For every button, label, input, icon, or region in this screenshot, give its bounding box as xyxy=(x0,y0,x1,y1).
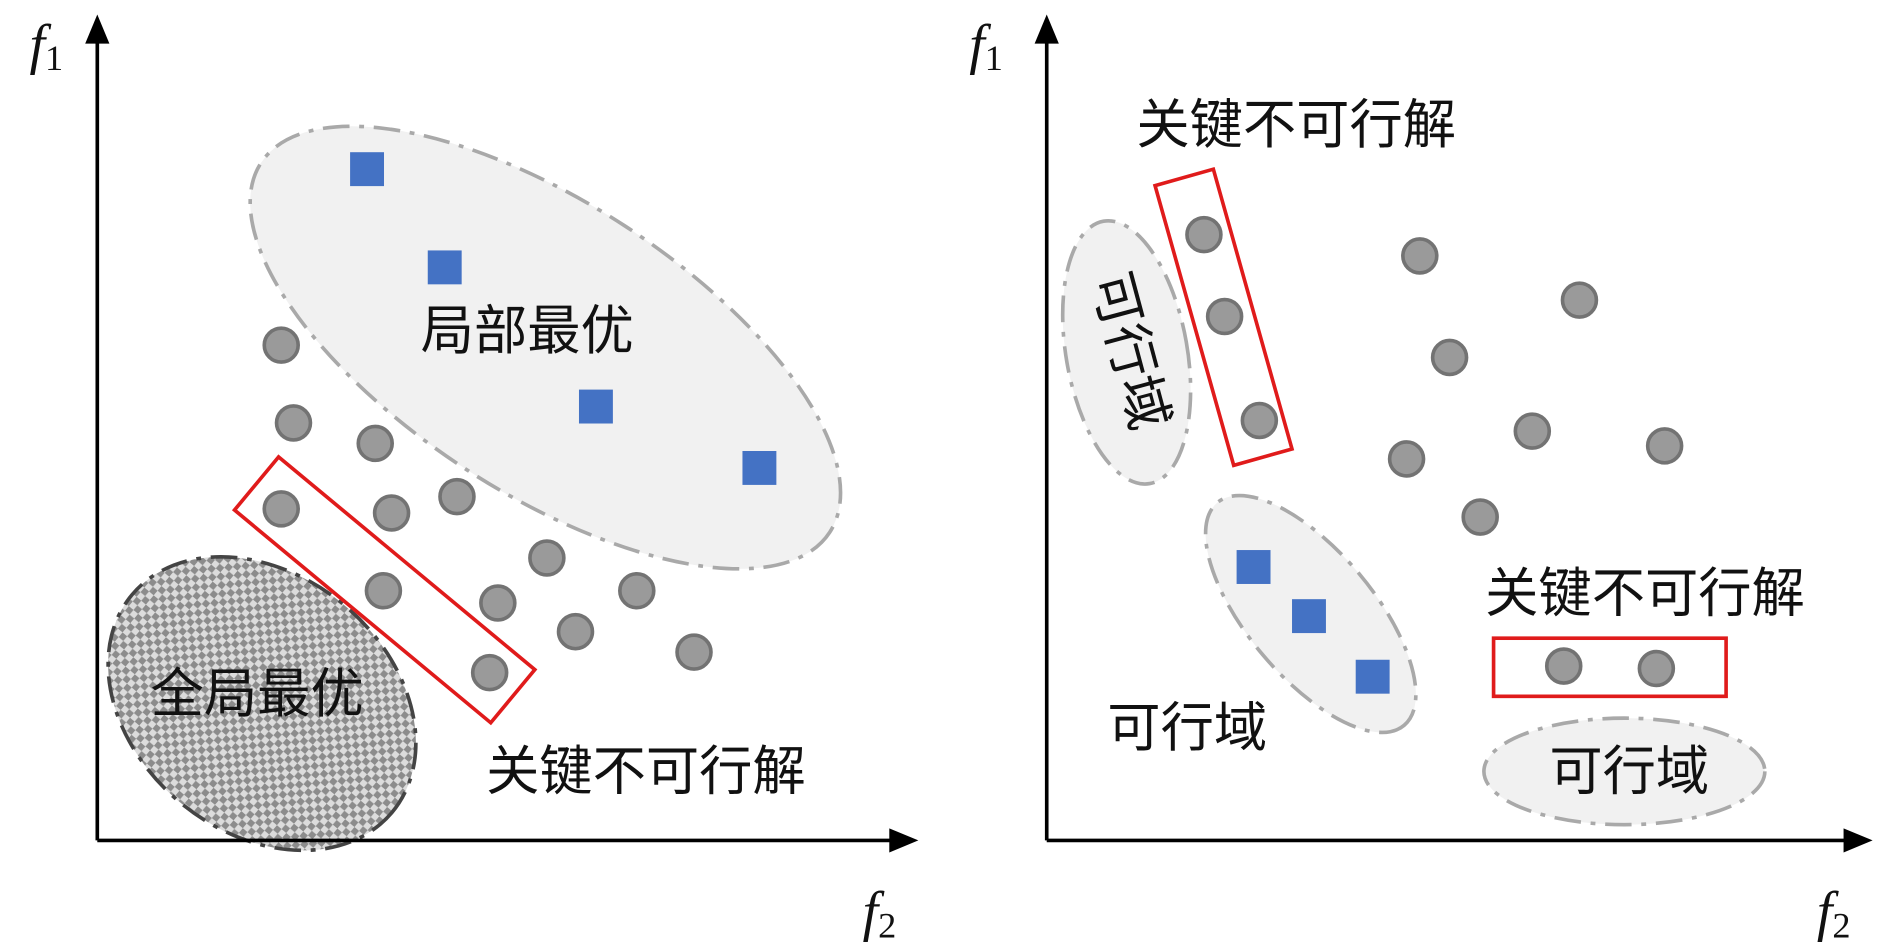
infeasible-solution-circle xyxy=(262,490,300,528)
key-infeasible-box-top xyxy=(1152,166,1295,468)
y-axis-label: f1 xyxy=(969,14,1003,78)
key-infeasible-label-top: 关键不可行解 xyxy=(1136,94,1456,156)
feasible-solution-square xyxy=(1292,599,1326,634)
infeasible-solution-circle xyxy=(1430,338,1469,377)
feasible-solution-square xyxy=(1355,659,1390,694)
infeasible-solution-circle xyxy=(1185,215,1223,254)
infeasible-solution-circle xyxy=(479,584,517,622)
feasible-solution-square xyxy=(1236,550,1271,584)
infeasible-solution-circle xyxy=(1387,440,1426,478)
infeasible-solution-circle xyxy=(470,653,509,692)
feasible-region-label-bottom: 可行域 xyxy=(1549,741,1709,803)
y-axis-arrow xyxy=(85,14,110,44)
infeasible-solution-circle xyxy=(1205,297,1244,336)
feasible-solution-square xyxy=(427,250,462,285)
local-optimum-region xyxy=(248,124,843,571)
feasible-solution-square xyxy=(742,450,777,485)
x-axis-arrow xyxy=(1843,828,1873,853)
key-infeasible-label-right: 关键不可行解 xyxy=(1485,563,1805,625)
infeasible-solution-circle xyxy=(1645,427,1684,465)
global-optimum-region xyxy=(106,554,418,853)
key-infeasible-label: 关键不可行解 xyxy=(486,741,806,803)
x-axis-arrow xyxy=(889,828,919,853)
infeasible-solution-circle xyxy=(356,424,394,463)
infeasible-solution-circle xyxy=(1461,498,1499,536)
key-infeasible-box-right xyxy=(1491,636,1728,699)
infeasible-solution-circle xyxy=(372,494,411,532)
y-axis-arrow xyxy=(1034,14,1059,44)
feasible-region-vertical xyxy=(1060,218,1193,486)
feasible-solution-square xyxy=(578,389,613,424)
x-axis-label: f2 xyxy=(863,881,897,945)
infeasible-solution-circle xyxy=(262,326,300,364)
infeasible-solution-circle xyxy=(1560,281,1599,319)
left-panel: 局部最优 全局最优 关键不可行解 f1 f2 xyxy=(29,14,919,945)
infeasible-solution-circle xyxy=(1544,647,1583,685)
infeasible-solution-circle xyxy=(528,539,566,577)
infeasible-solution-circle xyxy=(1513,412,1552,450)
local-optimum-label: 局部最优 xyxy=(421,300,634,362)
feasible-region-label-middle: 可行域 xyxy=(1107,697,1267,759)
infeasible-solution-circle xyxy=(675,633,713,671)
infeasible-solution-circle xyxy=(556,612,595,651)
y-axis-label: f1 xyxy=(29,14,63,78)
key-infeasible-box xyxy=(231,454,538,726)
infeasible-solution-circle xyxy=(274,404,313,442)
infeasible-solution-circle xyxy=(1401,237,1439,275)
infeasible-solution-circle xyxy=(438,477,476,516)
global-optimum-label: 全局最优 xyxy=(151,663,364,725)
infeasible-solution-circle xyxy=(364,571,403,610)
infeasible-solution-circle xyxy=(1637,649,1676,688)
right-panel: 关键不可行解 关键不可行解 可行域 可行域 可行域 f1 f2 xyxy=(969,14,1873,945)
x-axis-label: f2 xyxy=(1817,881,1851,945)
feasible-solution-square xyxy=(350,152,385,187)
infeasible-solution-circle xyxy=(618,571,656,610)
infeasible-solution-circle xyxy=(1240,401,1279,440)
feasible-region-bottom xyxy=(1482,716,1767,827)
